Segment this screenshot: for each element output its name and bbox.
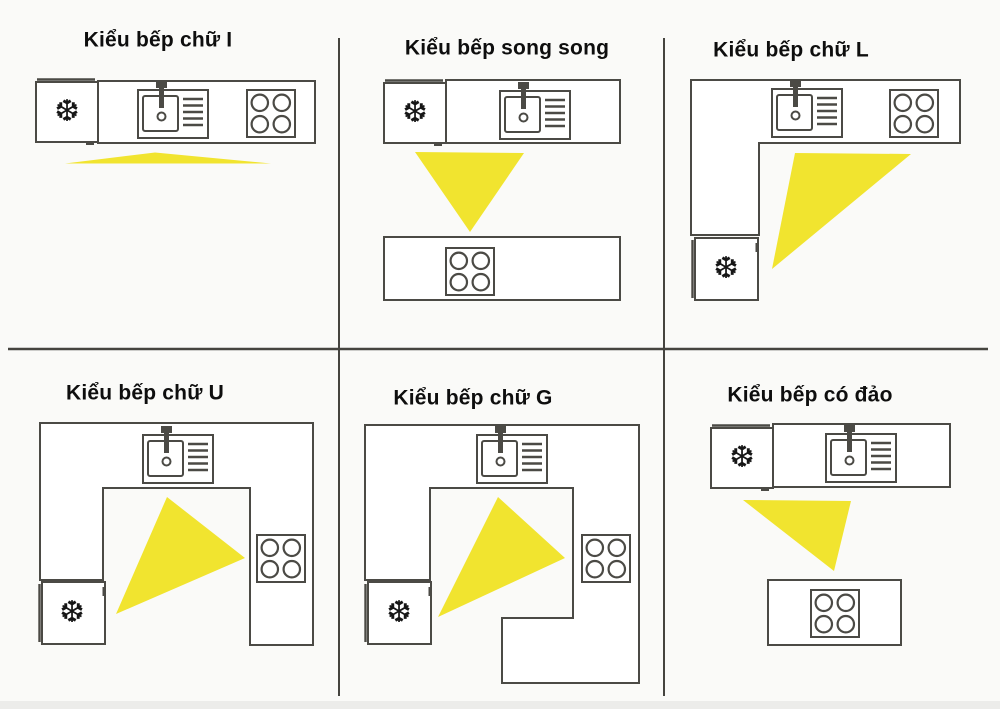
stove-icon — [809, 588, 861, 639]
panel-title-parallel: Kiểu bếp song song — [404, 36, 610, 60]
u-counter — [39, 422, 314, 646]
work-triangle — [772, 153, 911, 269]
stove-icon — [255, 533, 307, 584]
snowflake-icon: ❆ — [59, 595, 85, 630]
work-triangle — [743, 500, 851, 571]
sink-icon — [770, 78, 844, 139]
opposite-counter — [383, 236, 621, 301]
snowflake-icon: ❆ — [54, 94, 80, 129]
stove-icon — [888, 88, 940, 139]
sink-icon — [824, 423, 898, 484]
work-triangle — [415, 152, 524, 232]
sink-icon — [498, 80, 572, 141]
panel-parallel-drawing — [382, 79, 621, 301]
panel-l-shape-drawing — [690, 78, 961, 302]
snowflake-icon: ❆ — [713, 251, 739, 286]
panel-title-i-shape: Kiểu bếp chữ I — [83, 28, 233, 52]
panel-g-shape-drawing — [364, 424, 640, 684]
sink-icon — [136, 79, 210, 140]
snowflake-icon: ❆ — [729, 440, 755, 475]
panel-title-island: Kiểu bếp có đảo — [727, 383, 893, 407]
work-triangle — [65, 152, 271, 164]
panel-u-shape-drawing — [38, 422, 314, 646]
stove-icon — [444, 246, 496, 297]
g-counter — [364, 424, 640, 684]
footer-strip — [0, 701, 1000, 709]
panel-i-shape-drawing — [34, 78, 316, 164]
snowflake-icon: ❆ — [386, 595, 412, 630]
grid-dividers — [0, 38, 1000, 709]
panel-title-g-shape: Kiểu bếp chữ G — [393, 386, 553, 410]
work-triangle — [438, 497, 565, 617]
work-triangle — [116, 497, 245, 614]
panel-island-drawing — [709, 423, 951, 646]
sink-icon — [475, 424, 549, 485]
stove-icon — [580, 533, 632, 584]
panel-title-l-shape: Kiểu bếp chữ L — [713, 38, 869, 62]
stove-icon — [245, 88, 297, 139]
snowflake-icon: ❆ — [402, 95, 428, 130]
panel-title-u-shape: Kiểu bếp chữ U — [65, 381, 225, 405]
sink-icon — [141, 424, 215, 485]
